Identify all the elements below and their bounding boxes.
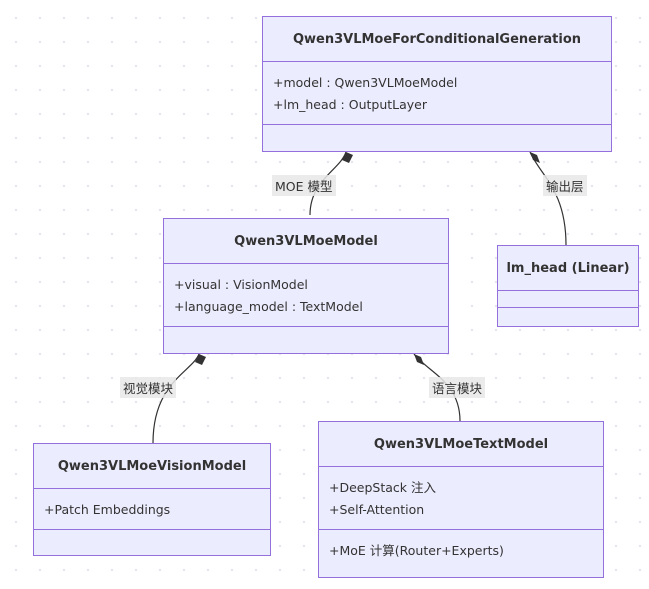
- attribute-deepstack: +DeepStack 注入: [329, 480, 436, 495]
- attribute-lm-head: +lm_head : OutputLayer: [273, 97, 428, 112]
- class-box-vision-model[interactable]: Qwen3VLMoeVisionModel +Patch Embeddings: [33, 443, 271, 556]
- class-title: Qwen3VLMoeForConditionalGeneration: [263, 17, 611, 62]
- class-attributes: +DeepStack 注入 +Self-Attention: [319, 467, 603, 530]
- attribute-self-attention: +Self-Attention: [329, 502, 425, 517]
- method-moe-compute: +MoE 计算(Router+Experts): [329, 543, 504, 558]
- composition-diamond-gen-model: [342, 152, 353, 163]
- attribute-model: +model : Qwen3VLMoeModel: [273, 75, 458, 90]
- class-methods: [34, 530, 270, 548]
- class-title: Qwen3VLMoeModel: [164, 219, 448, 264]
- edge-label-vision: 视觉模块: [120, 377, 177, 398]
- class-title: Qwen3VLMoeTextModel: [319, 422, 603, 467]
- class-title: Qwen3VLMoeVisionModel: [34, 444, 270, 489]
- edge-gen-to-lmhead: [529, 151, 567, 246]
- class-methods: +MoE 计算(Router+Experts): [319, 530, 603, 562]
- edge-label-text: 语言模块: [429, 377, 486, 398]
- composition-diamond-model-vision: [195, 354, 206, 365]
- edge-model-to-vision: [152, 353, 200, 444]
- class-attributes: [498, 291, 638, 308]
- edge-label-output: 输出层: [543, 175, 587, 196]
- composition-diamond-gen-lmhead: [530, 152, 540, 163]
- class-methods: [498, 308, 638, 324]
- attribute-visual: +visual : VisionModel: [174, 277, 308, 292]
- attribute-language-model: +language_model : TextModel: [174, 299, 363, 314]
- class-title: lm_head (Linear): [498, 246, 638, 291]
- attribute-patch-embeddings: +Patch Embeddings: [44, 502, 171, 517]
- class-methods: [263, 125, 611, 147]
- class-methods: [164, 327, 448, 349]
- class-box-conditional-generation[interactable]: Qwen3VLMoeForConditionalGeneration +mode…: [262, 16, 612, 152]
- edge-label-model: MOE 模型: [272, 175, 336, 196]
- composition-diamond-model-text: [414, 354, 424, 365]
- class-box-lm-head[interactable]: lm_head (Linear): [497, 245, 639, 327]
- class-box-text-model[interactable]: Qwen3VLMoeTextModel +DeepStack 注入 +Self-…: [318, 421, 604, 578]
- class-attributes: +visual : VisionModel +language_model : …: [164, 264, 448, 327]
- class-attributes: +model : Qwen3VLMoeModel +lm_head : Outp…: [263, 62, 611, 125]
- class-attributes: +Patch Embeddings: [34, 489, 270, 530]
- class-box-moe-model[interactable]: Qwen3VLMoeModel +visual : VisionModel +l…: [163, 218, 449, 354]
